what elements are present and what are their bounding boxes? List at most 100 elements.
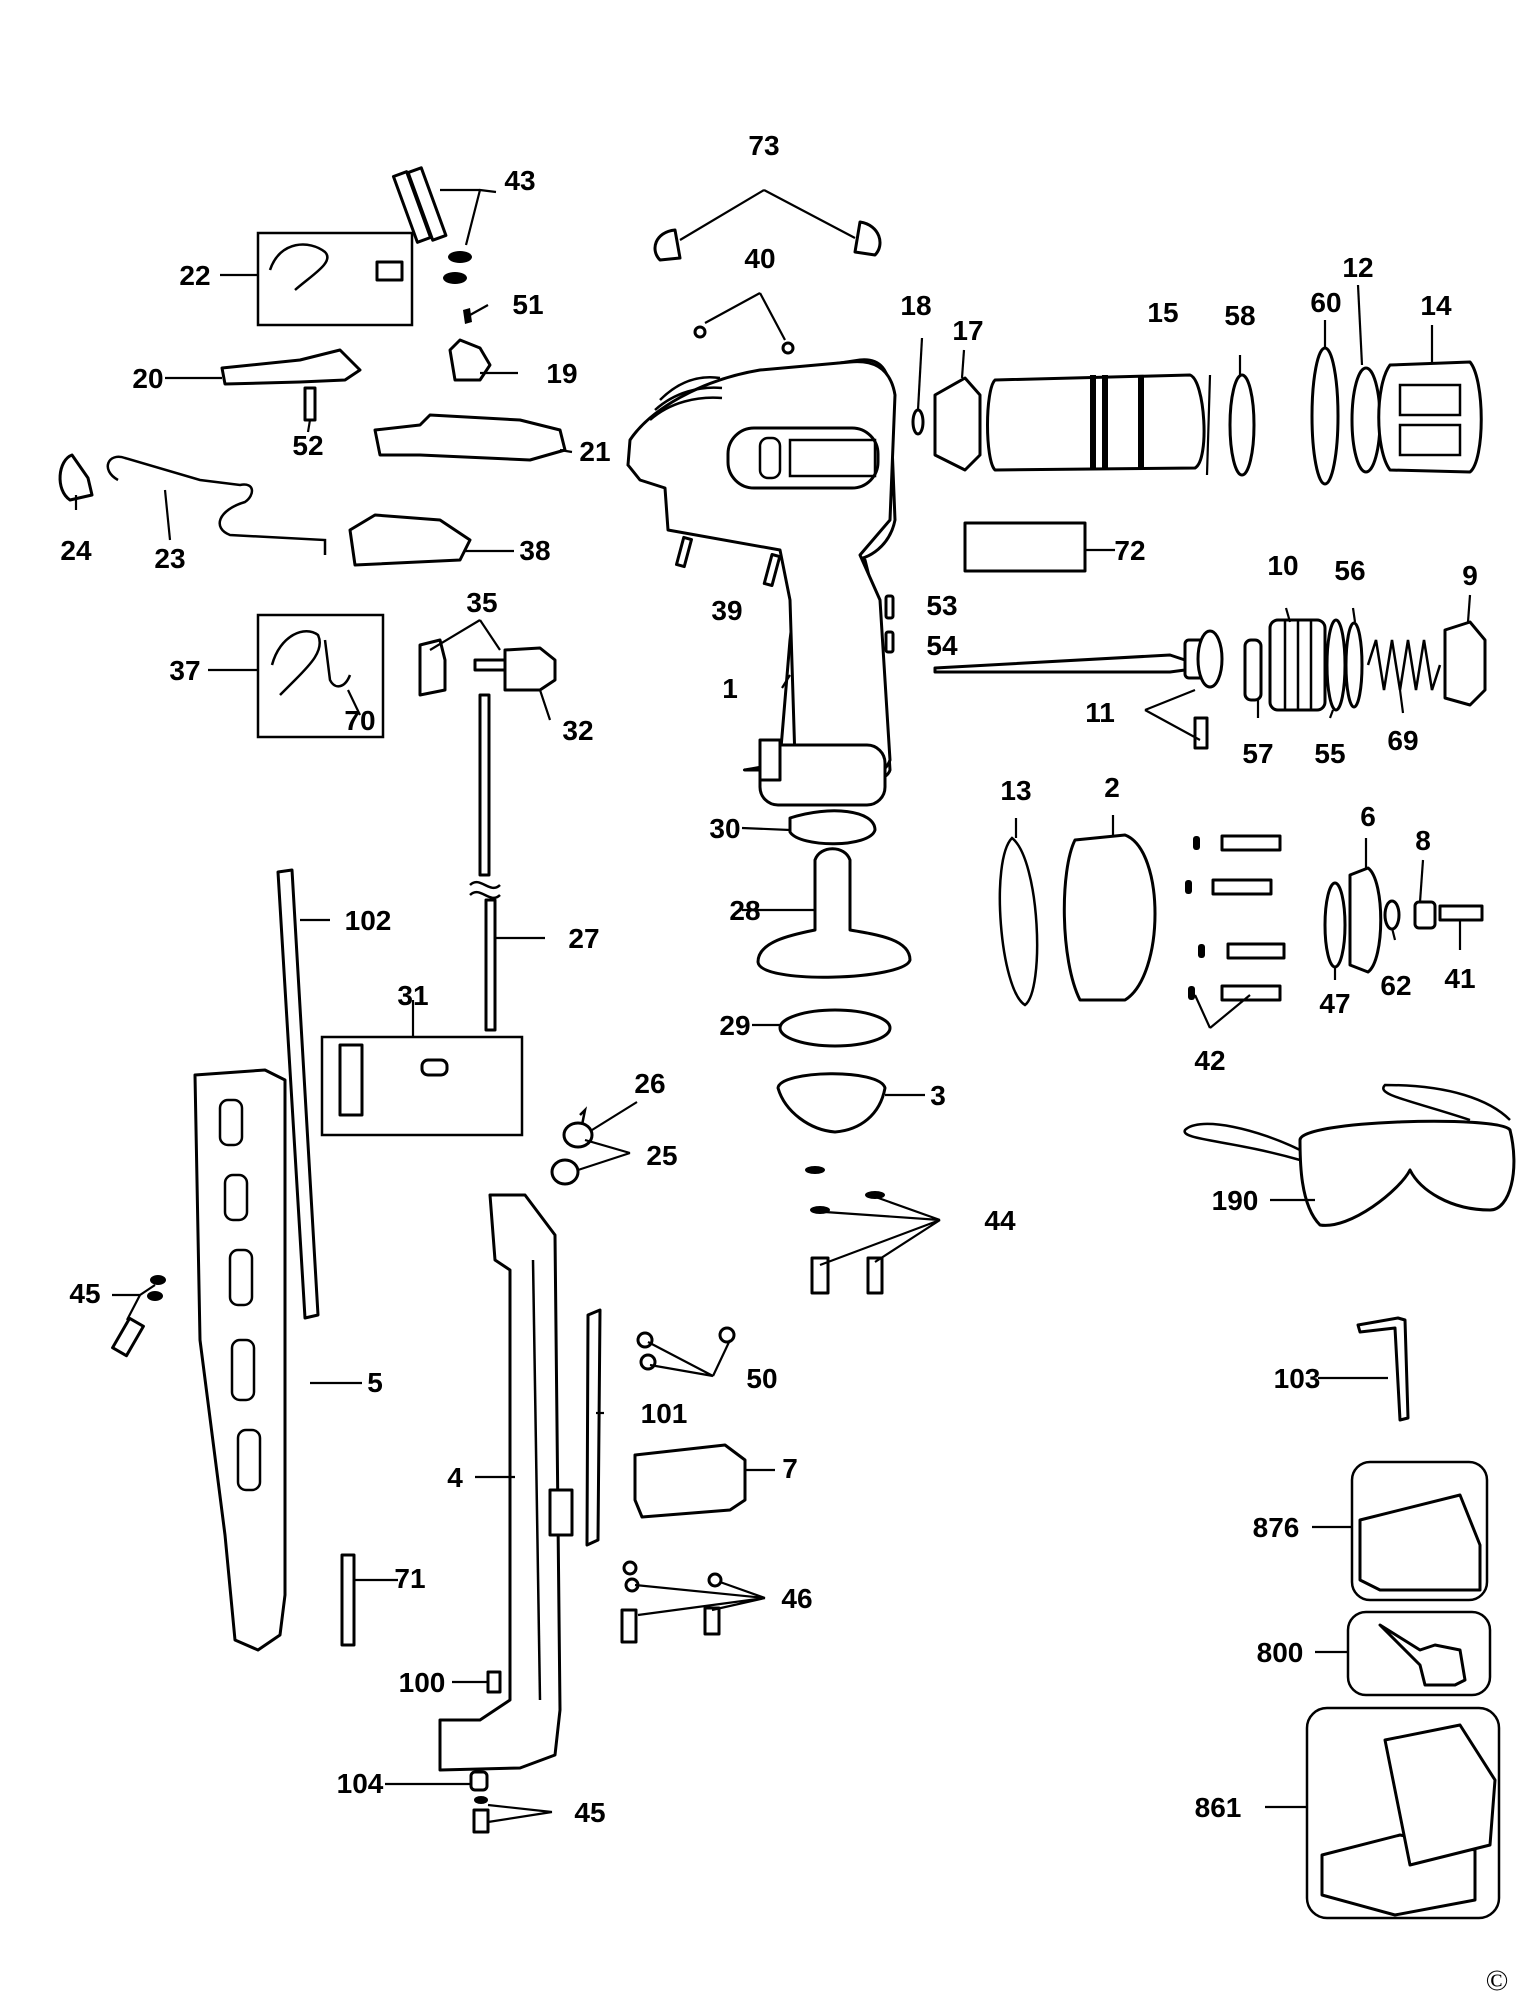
kit-box-part-800 bbox=[1346, 1610, 1492, 1697]
label-part-17: 17 bbox=[952, 315, 983, 346]
label-part-21: 21 bbox=[579, 436, 610, 467]
latch-part-38 bbox=[348, 513, 472, 567]
label-part-20: 20 bbox=[132, 363, 163, 394]
hex-key-part-103 bbox=[1356, 1316, 1410, 1422]
label-part-102: 102 bbox=[345, 905, 392, 936]
label-part-11: 11 bbox=[1085, 697, 1115, 728]
o-ring-part-56 bbox=[1344, 621, 1364, 709]
label-part-26: 26 bbox=[634, 1068, 665, 1099]
pin-part-71 bbox=[340, 1553, 356, 1647]
nut-part-40b bbox=[781, 341, 795, 355]
end-cap-part-3 bbox=[776, 1072, 887, 1134]
filter-part-28 bbox=[756, 847, 912, 979]
spring-part-22 bbox=[268, 243, 329, 291]
spring-part-69 bbox=[1366, 639, 1442, 691]
o-ring-part-55 bbox=[1325, 618, 1347, 712]
hook-part-23 bbox=[106, 455, 327, 555]
o-ring-part-12 bbox=[1350, 366, 1382, 474]
plate-part-6 bbox=[1348, 866, 1383, 974]
label-part-56: 56 bbox=[1334, 555, 1365, 586]
gasket-part-30 bbox=[788, 809, 877, 846]
label-part-23: 23 bbox=[154, 543, 185, 574]
label-part-25: 25 bbox=[646, 1140, 677, 1171]
valve-part-32 bbox=[503, 646, 557, 692]
pin-part-39 bbox=[675, 535, 782, 588]
leader-lines bbox=[74, 188, 1472, 1824]
bumper-part-57 bbox=[1243, 638, 1263, 702]
washer-part-62 bbox=[1383, 899, 1401, 931]
label-part-190: 190 bbox=[1212, 1185, 1259, 1216]
label-part-42: 42 bbox=[1194, 1045, 1225, 1076]
spring-part-51 bbox=[463, 308, 472, 324]
label-part-7: 7 bbox=[782, 1453, 798, 1484]
driver-part-11 bbox=[933, 638, 1212, 750]
label-part-44: 44 bbox=[984, 1205, 1016, 1236]
label-part-41: 41 bbox=[1444, 963, 1475, 994]
pin-part-100 bbox=[486, 1670, 502, 1694]
label-part-60: 60 bbox=[1310, 287, 1341, 318]
bushing-part-25a bbox=[562, 1121, 594, 1149]
label-part-100: 100 bbox=[399, 1667, 446, 1698]
cylinder-part-15 bbox=[986, 373, 1206, 472]
label-part-73: 73 bbox=[748, 130, 779, 161]
label-part-58: 58 bbox=[1224, 300, 1255, 331]
label-part-45b: 45 bbox=[574, 1797, 605, 1828]
label-part-9: 9 bbox=[1462, 560, 1478, 591]
label-part-103: 103 bbox=[1274, 1363, 1321, 1394]
label-part-30: 30 bbox=[709, 813, 740, 844]
latch-part-31 bbox=[338, 1043, 364, 1117]
label-part-72 bbox=[963, 521, 1087, 573]
label-part-50: 50 bbox=[746, 1363, 777, 1394]
plate-part-7 bbox=[633, 1443, 747, 1519]
strip-part-102 bbox=[276, 868, 320, 1320]
nut-part-40a bbox=[693, 325, 707, 339]
label-part-47: 47 bbox=[1319, 988, 1350, 1019]
label-part-55: 55 bbox=[1314, 738, 1345, 769]
magazine-part-5 bbox=[193, 1068, 287, 1652]
o-ring-part-58 bbox=[1228, 373, 1256, 477]
label-part-35: 35 bbox=[466, 587, 497, 618]
lid-part-861 bbox=[1383, 1723, 1497, 1867]
label-part-32: 32 bbox=[562, 715, 593, 746]
label-part-43: 43 bbox=[504, 165, 535, 196]
cap-part-17 bbox=[933, 376, 982, 472]
label-part-52: 52 bbox=[292, 430, 323, 461]
label-part-4: 4 bbox=[447, 1462, 463, 1493]
button-part-31 bbox=[420, 1058, 449, 1077]
label-part-18: 18 bbox=[900, 290, 931, 321]
label-part-104: 104 bbox=[337, 1768, 384, 1799]
label-part-40: 40 bbox=[744, 243, 775, 274]
label-part-876: 876 bbox=[1253, 1512, 1300, 1543]
label-part-12: 12 bbox=[1342, 252, 1373, 283]
housing-part-1 bbox=[626, 358, 897, 807]
kit-box-part-876 bbox=[1350, 1460, 1489, 1602]
clip-part-24 bbox=[58, 453, 94, 502]
piston-part-10 bbox=[1268, 618, 1327, 712]
lever-part-37 bbox=[270, 630, 321, 696]
nut-part-50 bbox=[636, 1326, 736, 1371]
label-part-27: 27 bbox=[568, 923, 599, 954]
label-part-28: 28 bbox=[729, 895, 760, 926]
label-part-57: 57 bbox=[1242, 738, 1273, 769]
label-part-71: 71 bbox=[394, 1563, 425, 1594]
pin-part-52 bbox=[303, 386, 317, 422]
label-part-101: 101 bbox=[641, 1398, 688, 1429]
kit-box-part-37 bbox=[256, 613, 385, 739]
cage-part-14 bbox=[1377, 360, 1483, 474]
label-part-51: 51 bbox=[512, 289, 543, 320]
label-part-22: 22 bbox=[179, 260, 210, 291]
label-part-1: 1 bbox=[722, 673, 738, 704]
part-number-labels: 73 40 43 22 51 19 20 52 21 24 23 38 35 3… bbox=[60, 130, 1477, 1828]
label-part-15: 15 bbox=[1147, 297, 1178, 328]
label-part-70: 70 bbox=[344, 705, 375, 736]
bumper-part-104 bbox=[469, 1770, 489, 1792]
trigger-part-19 bbox=[448, 338, 492, 382]
label-part-45a: 45 bbox=[69, 1278, 100, 1309]
seal-part-47 bbox=[1323, 881, 1347, 969]
kit-box-part-31 bbox=[320, 1035, 524, 1137]
label-part-54: 54 bbox=[926, 630, 958, 661]
label-part-6: 6 bbox=[1360, 801, 1376, 832]
kit-box-part-22 bbox=[256, 231, 414, 327]
oiler-part-800 bbox=[1378, 1623, 1467, 1687]
